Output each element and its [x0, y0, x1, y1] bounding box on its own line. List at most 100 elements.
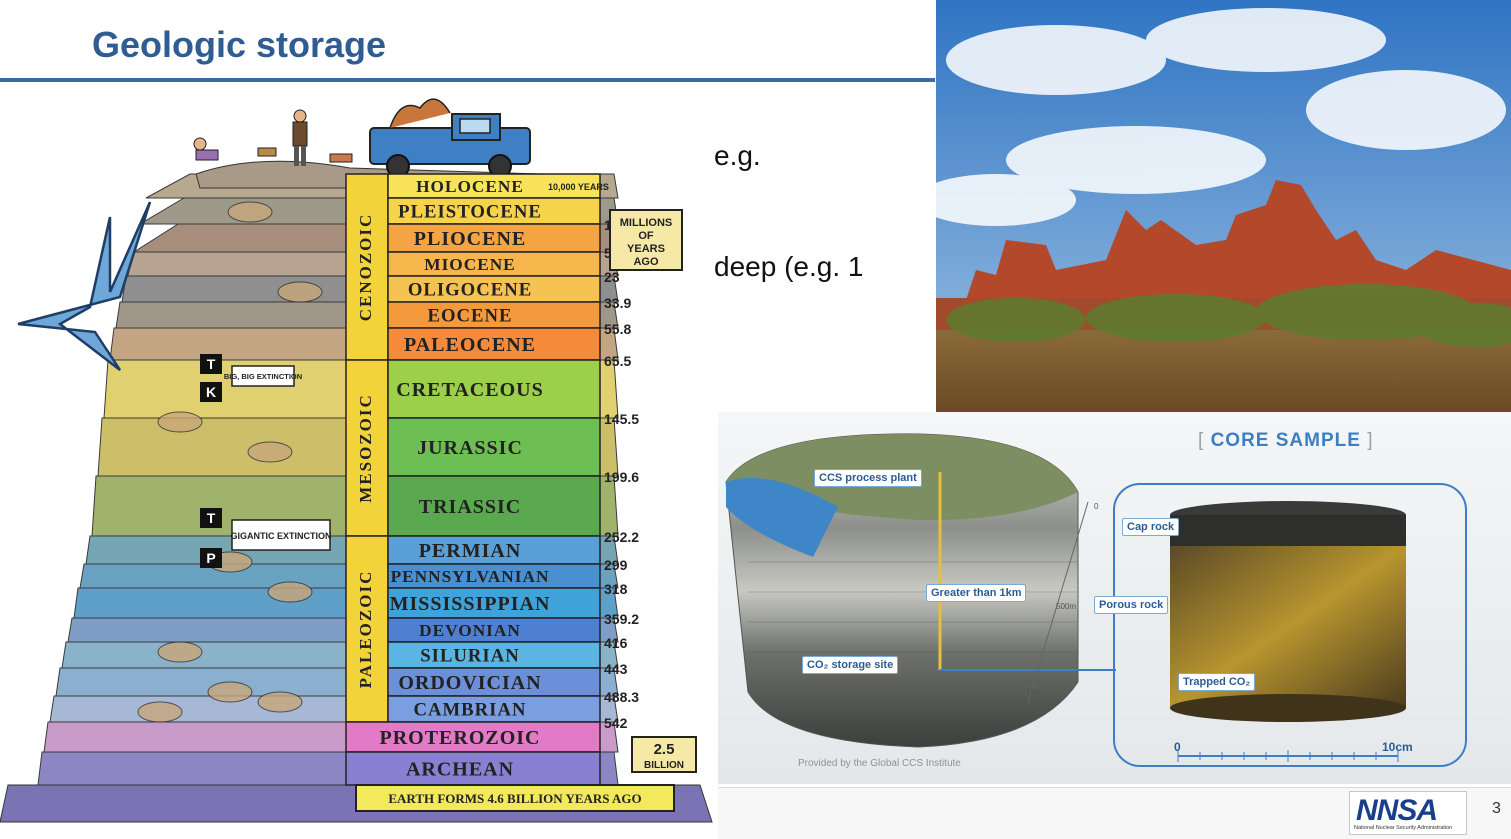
- boundary-marker-label: T: [207, 510, 216, 526]
- slide-title: Geologic storage: [92, 24, 387, 65]
- big-extinction-text: BIG, BIG EXTINCTION: [224, 372, 302, 381]
- age-label: 10,000 YEARS: [548, 182, 609, 192]
- page-number: 3: [1492, 800, 1501, 817]
- age-label: 65.5: [604, 353, 631, 369]
- age-label: 359.2: [604, 611, 639, 627]
- period-band: [387, 641, 601, 669]
- depth-0: 0: [1094, 502, 1099, 511]
- storage-site-label: CO₂ storage site: [802, 656, 899, 674]
- trapped-co2-label: Trapped CO₂: [1178, 673, 1256, 691]
- fossil-icon: [137, 701, 183, 723]
- cap-rock-label: Cap rock: [1122, 518, 1180, 536]
- fossil-icon: [207, 681, 253, 703]
- fossil-icon: [277, 281, 323, 303]
- earth-forms-label: EARTH FORMS 4.6 BILLION YEARS AGO: [388, 791, 641, 806]
- period-label: PROTEROZOIC: [379, 727, 540, 749]
- depth-500m: 500m: [1056, 602, 1077, 611]
- age-label: 443: [604, 661, 628, 677]
- boundary-marker: [200, 354, 222, 374]
- fossil-icon: [247, 441, 293, 463]
- period-label: CRETACEOUS: [396, 379, 543, 401]
- logo-subtitle: National Nuclear Security Administration: [1354, 825, 1453, 831]
- period-label: HOLOCENE: [416, 177, 524, 196]
- age-label: 416: [604, 635, 628, 651]
- boundary-marker-label: T: [207, 356, 216, 372]
- era-band: [345, 535, 389, 723]
- scale-start: 0: [1174, 740, 1181, 754]
- billion-unit: BILLION: [644, 760, 684, 771]
- era-label: CENOZOIC: [356, 213, 375, 322]
- depth-label: Greater than 1km: [926, 584, 1027, 602]
- fossil-icon: [157, 641, 203, 663]
- gigantic-extinction-text: GIGANTIC EXTINCTION: [231, 531, 332, 541]
- period-label: PLIOCENE: [414, 228, 526, 250]
- boundary-marker-label: P: [206, 550, 215, 566]
- age-label: 55.8: [604, 321, 631, 337]
- boundary-marker: [200, 508, 222, 528]
- age-label: 23: [604, 269, 620, 285]
- core-sample-title-text: CORE SAMPLE: [1210, 430, 1361, 451]
- billion-note: 2.5 BILLION: [631, 736, 697, 773]
- fossil-icon: [257, 691, 303, 713]
- fossil-icon: [157, 411, 203, 433]
- fossil-icon: [267, 581, 313, 603]
- process-plant-label: CCS process plant: [814, 469, 922, 487]
- period-label: PLEISTOCENE: [398, 202, 542, 223]
- boundary-marker: [200, 382, 222, 402]
- period-label: PALEOCENE: [404, 334, 536, 356]
- period-label: TRIASSIC: [419, 496, 521, 518]
- age-label: 318: [604, 581, 628, 597]
- bullet-text-2: deep (e.g. 1: [714, 251, 864, 282]
- period-label: OLIGOCENE: [408, 280, 532, 301]
- title-divider: [0, 78, 935, 82]
- period-band: [387, 275, 601, 303]
- period-band: [387, 223, 601, 253]
- nnsa-logo: NNSA National Nuclear Security Administr…: [1349, 791, 1467, 835]
- people-icon: [193, 109, 353, 166]
- period-label: DEVONIAN: [419, 621, 521, 640]
- period-label: SILURIAN: [420, 646, 519, 667]
- depth-1km: 1km: [1026, 688, 1042, 697]
- ccs-diagram: [ CORE SAMPLE ] CCS process plant Greate…: [718, 412, 1511, 784]
- image-credit: Provided by the Global CCS Institute: [798, 758, 961, 769]
- truck-icon: [369, 98, 531, 178]
- period-label: JURASSIC: [417, 437, 523, 459]
- age-label: 33.9: [604, 295, 631, 311]
- period-band: [345, 751, 601, 786]
- pterodactyl-icon: [17, 201, 152, 371]
- period-label: PENNSYLVANIAN: [391, 567, 550, 586]
- era-label: MESOZOIC: [356, 393, 375, 503]
- boundary-marker-label: K: [206, 384, 216, 400]
- period-label: EOCENE: [428, 306, 513, 327]
- period-label: CAMBRIAN: [414, 700, 527, 721]
- period-band: [387, 359, 601, 419]
- porous-rock-label: Porous rock: [1094, 596, 1169, 614]
- fossil-icon: [227, 201, 273, 223]
- age-label: 299: [604, 557, 628, 573]
- gigantic-extinction-note: GIGANTIC EXTINCTION: [231, 519, 332, 551]
- period-label: MIOCENE: [424, 255, 515, 274]
- period-band: [387, 327, 601, 361]
- core-sample-title: [ CORE SAMPLE ]: [1198, 430, 1374, 451]
- period-band: [387, 535, 601, 565]
- logo-text: NNSA: [1356, 794, 1438, 827]
- age-label: 542: [604, 715, 628, 731]
- age-label: 488.3: [604, 689, 639, 705]
- landscape-photo: [936, 0, 1511, 412]
- scale-end: 10cm: [1382, 740, 1413, 754]
- period-label: ORDOVICIAN: [398, 672, 541, 694]
- age-label: 145.5: [604, 411, 639, 427]
- period-band: [345, 721, 601, 753]
- period-band: [387, 417, 601, 477]
- bullet-text-1: e.g.: [714, 140, 761, 171]
- billion-value: 2.5: [654, 741, 675, 758]
- big-extinction-note: BIG, BIG EXTINCTION: [224, 365, 302, 387]
- age-label: 199.6: [604, 469, 639, 485]
- period-band: [387, 617, 601, 643]
